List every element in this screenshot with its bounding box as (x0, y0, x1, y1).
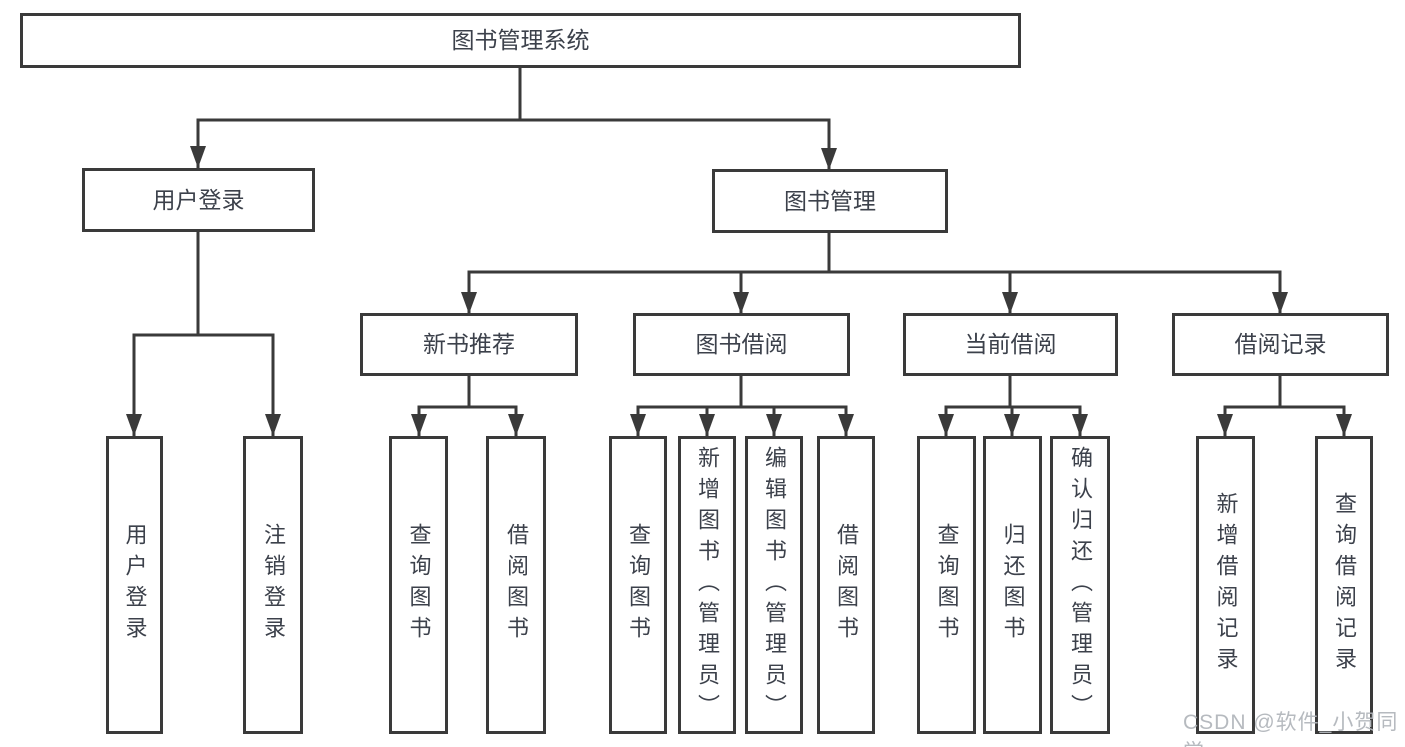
node-borrow-records: 借阅记录 (1172, 313, 1389, 376)
csdn-watermark: CSDN @软件_小贺同学 (1183, 711, 1399, 747)
leaf-logout: 注销登录 (243, 436, 303, 734)
leaf-user-login: 用户登录 (106, 436, 163, 734)
leaf-label: 借阅图书 (504, 523, 529, 647)
leaf-label: 新增图书（管理员） (695, 445, 720, 725)
leaf-borrow-books-1: 借阅图书 (486, 436, 546, 734)
leaf-label: 编辑图书（管理员） (762, 445, 787, 725)
leaf-label: 用户登录 (122, 523, 148, 647)
leaf-label: 注销登录 (261, 523, 286, 647)
leaf-query-books-1: 查询图书 (389, 436, 448, 734)
leaf-label: 归还图书 (1000, 523, 1026, 647)
node-user-login: 用户登录 (82, 168, 315, 232)
leaf-confirm-return-admin: 确认归还（管理员） (1050, 436, 1110, 734)
node-root-system: 图书管理系统 (20, 13, 1021, 68)
node-new-book-recommend: 新书推荐 (360, 313, 578, 376)
leaf-query-books-3: 查询图书 (917, 436, 976, 734)
leaf-label: 查询图书 (626, 523, 651, 647)
leaf-query-borrow-record: 查询借阅记录 (1315, 436, 1373, 734)
node-book-management: 图书管理 (712, 169, 948, 233)
leaf-query-books-2: 查询图书 (609, 436, 667, 734)
leaf-borrow-books-2: 借阅图书 (817, 436, 875, 734)
leaf-add-borrow-record: 新增借阅记录 (1196, 436, 1255, 734)
leaf-edit-books-admin: 编辑图书（管理员） (745, 436, 803, 734)
leaf-label: 新增借阅记录 (1213, 492, 1239, 678)
node-current-borrow: 当前借阅 (903, 313, 1118, 376)
leaf-label: 查询图书 (406, 523, 432, 647)
leaf-label: 确认归还（管理员） (1068, 445, 1093, 725)
leaf-label: 查询借阅记录 (1332, 492, 1357, 678)
leaf-return-books: 归还图书 (983, 436, 1042, 734)
node-book-borrow: 图书借阅 (633, 313, 850, 376)
leaf-add-books-admin: 新增图书（管理员） (678, 436, 736, 734)
leaf-label: 查询图书 (934, 523, 960, 647)
leaf-label: 借阅图书 (834, 523, 859, 647)
